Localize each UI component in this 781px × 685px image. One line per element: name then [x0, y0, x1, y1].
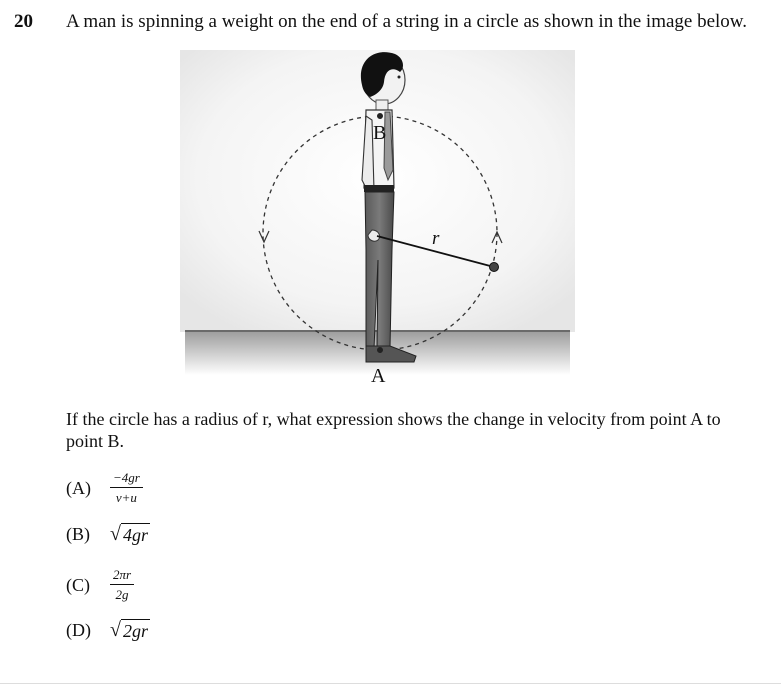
circle-diagram: B A r — [180, 50, 575, 387]
question-text: A man is spinning a weight on the end of… — [66, 11, 748, 32]
option-c-numerator: 2πr — [110, 567, 135, 585]
option-b[interactable]: (B) √ 4gr — [66, 523, 150, 546]
label-a: A — [371, 365, 386, 387]
string-line — [376, 235, 495, 268]
physics-figure: B A r — [180, 50, 575, 390]
option-d[interactable]: (D) √ 2gr — [66, 619, 150, 642]
question-number: 20 — [14, 11, 33, 32]
option-a-fraction: −4gr v+u — [110, 470, 143, 506]
radical-icon: √ — [110, 523, 121, 545]
option-c[interactable]: (C) 2πr 2g — [66, 567, 135, 603]
option-d-label: (D) — [66, 620, 91, 640]
bottom-divider — [0, 683, 781, 684]
hand — [367, 229, 381, 242]
weight-ball — [489, 262, 499, 272]
option-a-numerator: −4gr — [110, 470, 143, 488]
option-a-denominator: v+u — [115, 490, 137, 505]
radius-label: r — [432, 228, 440, 249]
point-a-marker — [377, 347, 383, 353]
option-c-label: (C) — [66, 574, 90, 595]
pants — [364, 191, 395, 349]
followup-question: If the circle has a radius of r, what ex… — [66, 409, 721, 451]
label-b: B — [373, 122, 386, 144]
tie — [383, 111, 394, 182]
option-c-denominator: 2g — [115, 587, 129, 602]
option-d-radicand: 2gr — [120, 619, 150, 641]
option-c-fraction: 2πr 2g — [110, 567, 135, 603]
hair — [360, 52, 403, 97]
belt — [364, 185, 394, 192]
point-b-marker — [377, 113, 383, 119]
option-a-label: (A) — [66, 477, 91, 498]
option-b-label: (B) — [66, 524, 90, 544]
option-b-sqrt: √ 4gr — [110, 523, 150, 546]
option-d-sqrt: √ 2gr — [110, 619, 150, 642]
up-arrow-icon — [491, 230, 503, 244]
down-arrow-icon — [258, 230, 270, 244]
option-a[interactable]: (A) −4gr v+u — [66, 470, 143, 506]
radical-icon: √ — [110, 619, 121, 641]
option-b-radicand: 4gr — [120, 523, 150, 545]
